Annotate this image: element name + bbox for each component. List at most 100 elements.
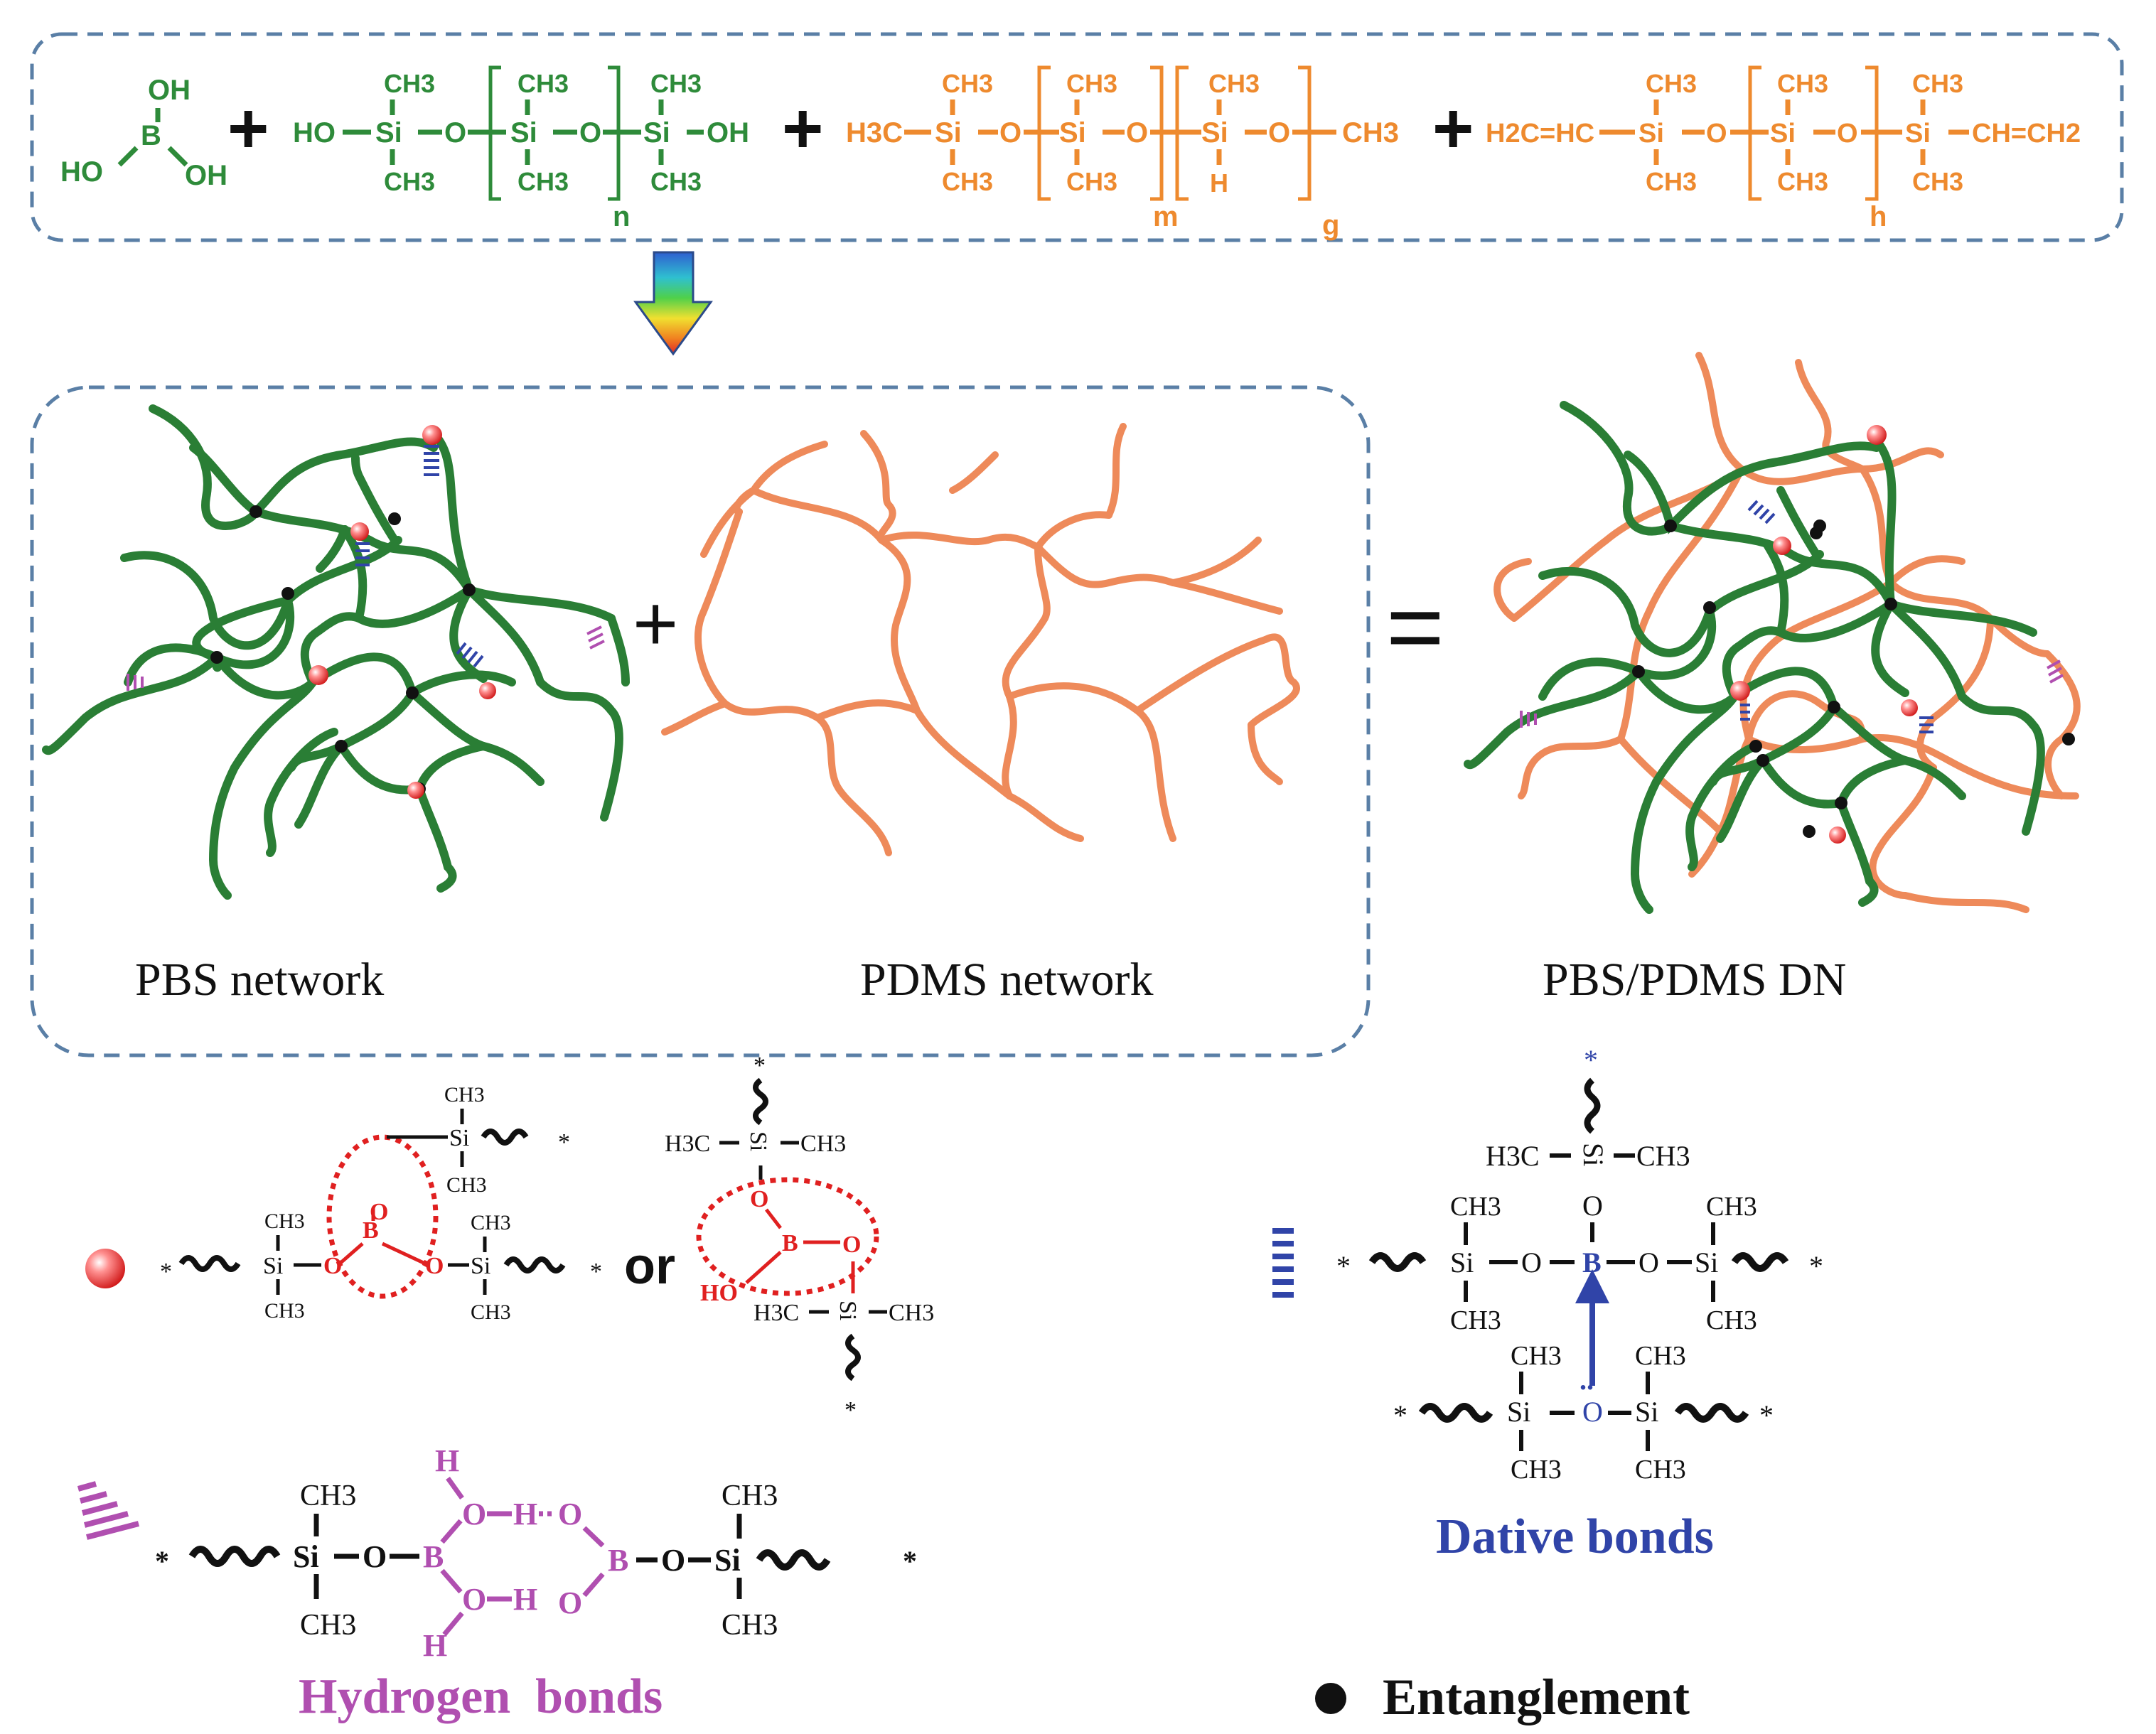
db-ch3-lt: CH3 [1450, 1192, 1501, 1222]
phms-ch3-2b: CH3 [1066, 167, 1117, 196]
vpdms-ch3-2b: CH3 [1777, 167, 1828, 196]
phms-si-2: Si [1059, 117, 1086, 149]
db-o-left: O [1521, 1246, 1542, 1278]
vpdms-o-2: O [1837, 119, 1858, 149]
hb-b-left: B [423, 1539, 444, 1574]
hpdms-ch3-1b: CH3 [384, 167, 435, 196]
db-ch3-brt: CH3 [1635, 1341, 1686, 1371]
hpdms-o-1: O [444, 117, 466, 149]
hb-h-mid-top: H [513, 1497, 537, 1531]
dative-bonds-title: Dative bonds [1436, 1509, 1714, 1564]
vpdms-ch3-1b: CH3 [1646, 167, 1697, 196]
db-ch3-rb: CH3 [1706, 1305, 1757, 1335]
vpdms-h2c-hc: H2C=HC [1486, 119, 1594, 149]
xl1-si-top: Si [449, 1125, 469, 1151]
hpdms-ch3-1t: CH3 [384, 69, 435, 98]
boric-oh-right: OH [185, 160, 227, 191]
xl1-ch3-tb: CH3 [446, 1173, 487, 1197]
vpdms-sub-h: h [1870, 201, 1887, 232]
hb-star-right: * [903, 1545, 917, 1577]
xl1-star-top: * [558, 1129, 570, 1156]
xl2-o-top: O [750, 1186, 768, 1212]
phms-ch3-2t: CH3 [1066, 69, 1117, 98]
db-ch3-blt: CH3 [1511, 1341, 1562, 1371]
vpdms-si-2: Si [1770, 119, 1796, 149]
db-si-br: Si [1635, 1396, 1658, 1428]
xl1-star-right: * [590, 1259, 602, 1285]
crosslink-structure-1: * Si CH3 CH3 O O B O Si CH3 CH3 * Si CH3… [160, 1083, 602, 1324]
xl1-ch3-rb: CH3 [471, 1300, 511, 1324]
db-si-top: Si [1577, 1143, 1609, 1166]
phms-o-2: O [1126, 117, 1148, 149]
hb-o-lb: O [462, 1582, 486, 1617]
dative-bond-icon [1272, 1228, 1294, 1298]
xl2-b: B [782, 1230, 798, 1256]
db-star-right: * [1809, 1250, 1823, 1282]
hpdms-si-1: Si [375, 117, 402, 149]
network-equals: = [1386, 571, 1444, 682]
pbs-hydrogen-bonds [127, 625, 605, 691]
vpdms-si-3: Si [1905, 119, 1931, 149]
xl2-h3c-top: H3C [665, 1131, 710, 1157]
xl1-b: B [363, 1217, 379, 1244]
db-ch3-lb: CH3 [1450, 1305, 1501, 1335]
xl2-si-top: Si [745, 1131, 771, 1151]
hydroxyl-pdms: HO Si CH3 CH3 O Si CH3 CH3 O n Si CH3 CH… [293, 65, 749, 232]
xl1-ch3-lt: CH3 [264, 1210, 305, 1233]
xl1-ch3-lb: CH3 [264, 1299, 305, 1323]
hydrogen-bond-structure: * Si CH3 CH3 O B O O H H H H O O B O Si … [155, 1443, 917, 1663]
hydrogen-bond-icon [77, 1481, 140, 1540]
boric-b: B [141, 120, 161, 151]
hb-star-left: * [155, 1545, 169, 1577]
db-ch3-brb: CH3 [1635, 1455, 1686, 1485]
plus-3: + [1432, 89, 1474, 168]
hb-o-left: O [363, 1539, 387, 1574]
plus-1: + [227, 89, 269, 168]
phms-h3c: H3C [846, 117, 903, 149]
crosslink-ball-icon [85, 1249, 125, 1288]
phms-si-3: Si [1201, 117, 1228, 149]
phms-ch3-1t: CH3 [942, 69, 993, 98]
vinyl-pdms: H2C=HC Si CH3 CH3 O Si CH3 CH3 O h Si CH… [1486, 65, 2081, 232]
phms-o-3: O [1268, 117, 1290, 149]
xl1-star-left: * [160, 1259, 172, 1285]
phms-sub-g: g [1322, 210, 1339, 241]
db-star-top: * [1584, 1044, 1598, 1076]
xl1-ch3-rt: CH3 [471, 1211, 511, 1234]
phms-ch3-3t: CH3 [1208, 69, 1260, 98]
pbs-network [42, 404, 630, 900]
reactant-box [30, 32, 2124, 242]
hpdms-ch3-2t: CH3 [517, 69, 569, 98]
xl2-si-bot: Si [835, 1300, 861, 1320]
hb-o-rt: O [558, 1497, 582, 1531]
dn-hydrogen-bonds [1520, 659, 2064, 728]
hb-si-left: Si [293, 1539, 319, 1574]
hpdms-ch3-3t: CH3 [650, 69, 702, 98]
network-plus: + [633, 580, 678, 667]
hpdms-si-3: Si [643, 117, 670, 149]
hydrogen-bonds-title: Hydrogen bonds [299, 1669, 663, 1724]
boric-ho: HO [60, 156, 103, 188]
vpdms-ch3-3t: CH3 [1912, 69, 1963, 98]
db-si-bl: Si [1507, 1396, 1530, 1428]
db-si-right: Si [1695, 1246, 1718, 1278]
hb-si-right: Si [714, 1543, 741, 1578]
crosslink-structure-2: * H3C Si CH3 O B O HO H3C Si CH3 * [665, 1052, 934, 1423]
dn-green-network [1464, 401, 2045, 914]
network-box [30, 385, 1371, 1057]
phms-sub-m: m [1153, 201, 1179, 232]
xl2-h3c-bot: H3C [753, 1300, 799, 1326]
xl1-ch3-tt: CH3 [444, 1083, 485, 1106]
hb-ch3-lb: CH3 [300, 1609, 356, 1642]
db-star-br: * [1759, 1399, 1774, 1431]
dn-dative-bonds [1740, 500, 1934, 733]
pbs-crosslinks [309, 425, 496, 799]
hb-o-rb: O [558, 1585, 582, 1620]
hb-h-mid-bot: H [513, 1582, 537, 1617]
xl1-si-left: Si [263, 1253, 283, 1279]
hpdms-oh: OH [707, 117, 749, 149]
entanglement-title: Entanglement [1383, 1669, 1690, 1725]
hb-ch3-rt: CH3 [722, 1480, 778, 1512]
